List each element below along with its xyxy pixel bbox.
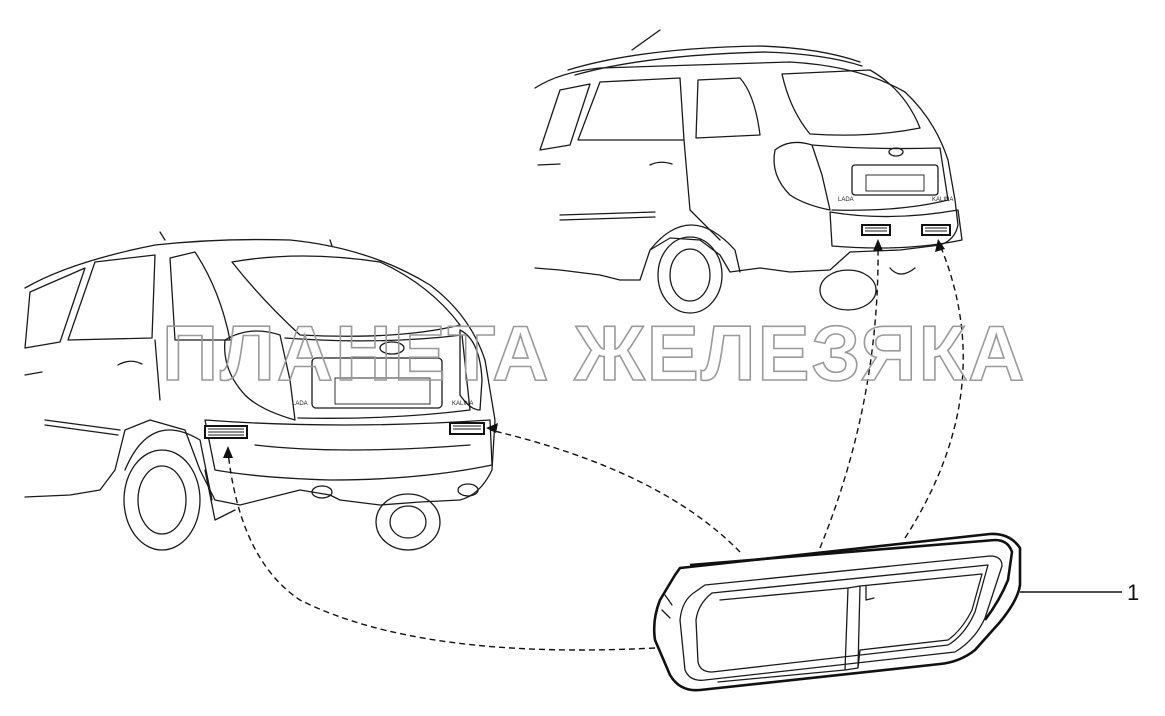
front-car-badge-left: LADA (292, 401, 308, 407)
back-car-badge-right: KALINA (932, 197, 953, 203)
arrow-head-icon (873, 239, 883, 251)
crossover-car-illustration: LADA KALINA (534, 29, 963, 314)
callout-number: 1 (1127, 580, 1139, 605)
rear-reflector-front-car-right (449, 422, 485, 435)
arrow-head-icon (486, 423, 498, 433)
hatchback-car-illustration: LADA KALINA (24, 231, 496, 551)
arrow-head-icon (223, 446, 233, 458)
installation-arrows (223, 239, 964, 651)
rear-reflector-back-car-right (921, 224, 951, 236)
arrow-head-icon (935, 239, 945, 252)
rear-reflector-part (652, 532, 1022, 692)
rear-reflector-back-car-left (861, 224, 891, 236)
front-car-badge-right: KALINA (452, 401, 473, 407)
watermark: ПЛАНЕТА ЖЕЛЕЗЯКА (162, 309, 1026, 397)
back-car-badge-left: LADA (838, 197, 854, 203)
